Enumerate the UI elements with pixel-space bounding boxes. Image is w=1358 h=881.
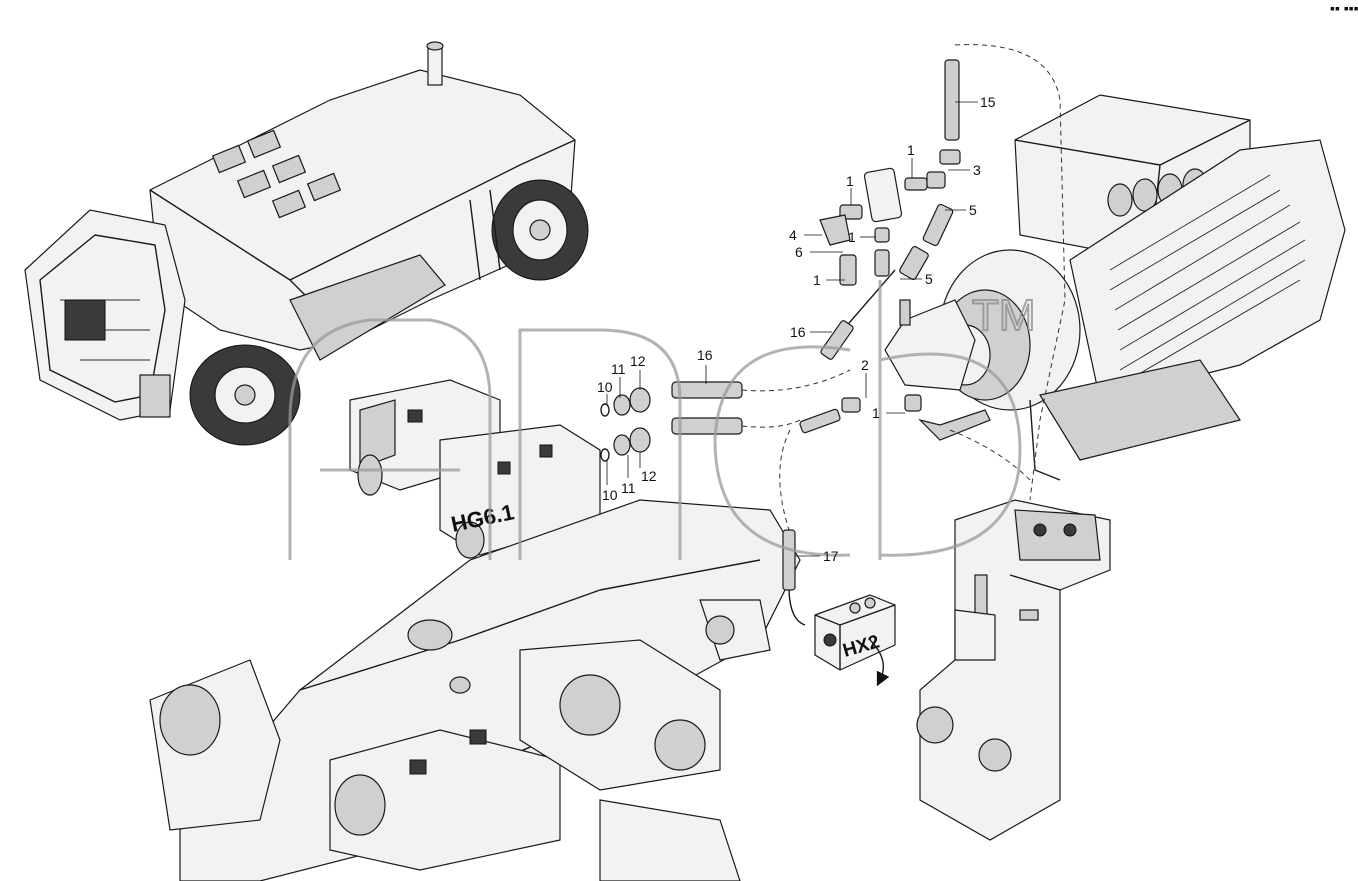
callout-1: 1 <box>813 272 821 288</box>
vehicle-overview-illustration <box>24 41 589 446</box>
callout-11: 11 <box>611 361 626 377</box>
callout-6: 6 <box>795 244 803 260</box>
callout-1: 1 <box>846 173 854 189</box>
callout-leaders <box>606 101 978 557</box>
callout-12: 12 <box>630 353 646 369</box>
callout-2: 2 <box>861 357 869 373</box>
fittings <box>600 149 976 462</box>
callout-1: 1 <box>872 405 880 421</box>
callout-16: 16 <box>697 347 713 363</box>
distributor-block-hx2: HX2 <box>814 594 896 687</box>
callout-12: 12 <box>641 468 657 484</box>
callout-3: 3 <box>973 162 981 178</box>
callout-4: 4 <box>789 227 797 243</box>
callout-5: 5 <box>969 202 977 218</box>
rear-wheel <box>491 179 589 281</box>
callout-numbers: 15 1 3 1 5 4 1 6 1 5 16 16 2 1 12 11 10 … <box>597 94 996 564</box>
chassis-frame <box>149 499 801 881</box>
callout-11: 11 <box>621 480 636 496</box>
callout-1: 1 <box>907 142 915 158</box>
callout-15: 15 <box>980 94 996 110</box>
callout-16: 16 <box>790 324 806 340</box>
callout-17: 17 <box>823 548 839 564</box>
corner-mark: ▪▪ ▪▪▪ <box>1330 0 1358 16</box>
watermark: TM <box>288 280 1037 560</box>
watermark-trademark: TM <box>972 291 1036 340</box>
hydraulic-tank <box>916 499 1111 841</box>
electric-motor <box>939 94 1346 481</box>
callout-1: 1 <box>848 229 856 245</box>
callout-10: 10 <box>602 487 618 503</box>
front-wheel <box>189 344 301 446</box>
callout-10: 10 <box>597 379 613 395</box>
callout-5: 5 <box>925 271 933 287</box>
